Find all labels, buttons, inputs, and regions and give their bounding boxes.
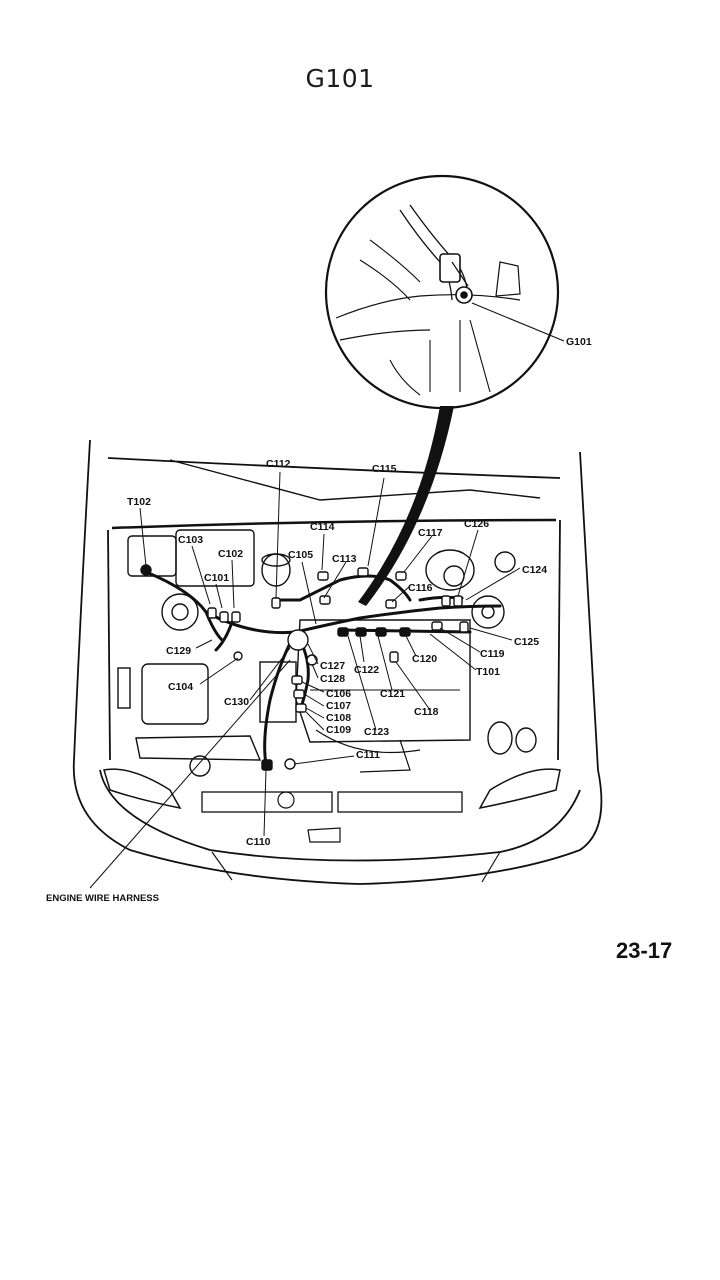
callout-c105: C105 xyxy=(288,549,313,561)
callout-c108: C108 xyxy=(326,712,351,724)
callout-c120: C120 xyxy=(412,653,437,665)
inset-g101-label: G101 xyxy=(566,336,592,348)
callout-c117: C117 xyxy=(418,527,443,539)
callout-c109: C109 xyxy=(326,724,351,736)
callout-c116: C116 xyxy=(408,582,433,594)
callout-c106: C106 xyxy=(326,688,351,700)
callout-c122: C122 xyxy=(354,664,379,676)
callout-t101: T101 xyxy=(476,666,500,678)
callout-c124: C124 xyxy=(522,564,547,576)
page-number: 23-17 xyxy=(616,938,673,963)
callout-c102: C102 xyxy=(218,548,243,560)
callout-c129: C129 xyxy=(166,645,191,657)
callout-c130: C130 xyxy=(224,696,249,708)
callout-c110: C110 xyxy=(246,836,271,848)
engine-bay-components xyxy=(117,529,537,777)
callout-c127: C127 xyxy=(320,660,345,672)
car-body xyxy=(72,439,603,885)
callout-c104: C104 xyxy=(168,681,193,693)
callout-c128: C128 xyxy=(320,673,345,685)
callout-c126: C126 xyxy=(464,518,489,530)
callout-c111: C111 xyxy=(356,749,380,761)
page-title: G101 xyxy=(305,64,375,93)
callout-c114: C114 xyxy=(310,521,335,533)
callout-c125: C125 xyxy=(514,636,539,648)
callout-c101: C101 xyxy=(204,572,229,584)
callout-c103: C103 xyxy=(178,534,203,546)
inset-pointer xyxy=(358,406,454,606)
callout-c118: C118 xyxy=(414,706,439,718)
callout-c119: C119 xyxy=(480,648,505,660)
g101-inset-detail xyxy=(324,174,565,410)
callout-c123: C123 xyxy=(364,726,389,738)
callout-c112: C112 xyxy=(266,458,291,470)
callout-c115: C115 xyxy=(372,463,397,475)
callout-leaders xyxy=(89,471,521,889)
callout-c113: C113 xyxy=(332,553,357,565)
callout-c121: C121 xyxy=(380,688,405,700)
callout-c107: C107 xyxy=(326,700,351,712)
callout-t102: T102 xyxy=(127,496,151,508)
engine-wire-harness-label: ENGINE WIRE HARNESS xyxy=(46,893,159,904)
